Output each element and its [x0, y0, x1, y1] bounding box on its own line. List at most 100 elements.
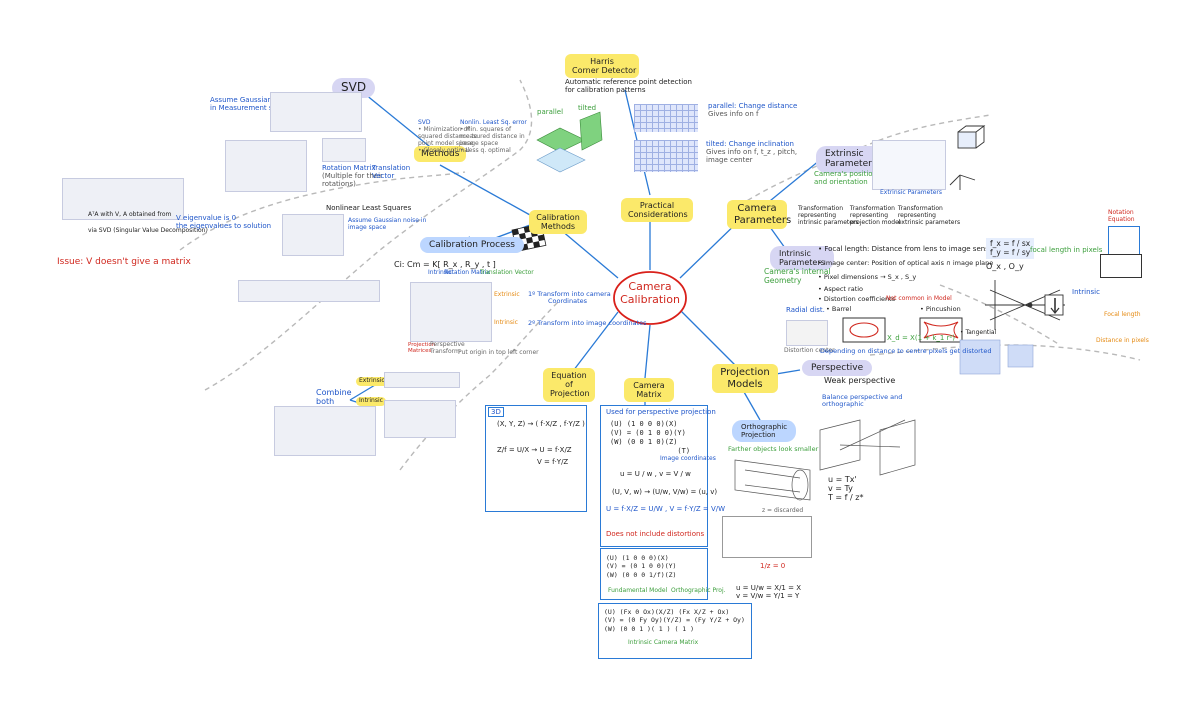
fundamental-box: [600, 548, 708, 600]
extrinsic-t3: intrinsic parameters: [798, 218, 859, 226]
eq-projection-eq: (X, Y, Z) → ( f·X/Z , f·Y/Z ): [497, 420, 585, 428]
extrinsic-t1c: Transformation: [897, 205, 943, 212]
weak-balance-1: Balance perspective and: [822, 393, 903, 401]
harris-tilted-note-1: tilted: Change inclination: [706, 140, 794, 148]
perspective-title: Perspective: [802, 360, 873, 377]
nls-comparison: Nonlin. Least Sq. error • Min. squares o…: [460, 119, 527, 154]
harris-note: Automatic reference point detection for …: [565, 78, 692, 94]
branch-equation-of-projection: Equation of Projection: [543, 368, 595, 402]
calib-step1b-text: Coordinates: [548, 297, 588, 306]
intrinsic-focal-eq-1: f_x = f / sx: [990, 239, 1031, 248]
svd-assume-1: Assume Gaussian noise: [210, 96, 293, 104]
calib-perspective-text: Perspective: [430, 341, 465, 348]
intrinsic-matrix: (U) (Fx 0 Ox)(X/Z) (Fx X/Z + Ox) (V) = (…: [604, 608, 745, 633]
camera-matrix-eq3: U = f·X/Z = U/W , V = f·Y/Z = V/W: [606, 505, 726, 513]
intrinsic-matrix-box: [598, 603, 752, 659]
calib-step2: 2º Transform into image coordinates: [528, 319, 647, 327]
intrinsic-center-val: O_x , O_y: [986, 262, 1024, 271]
eq-projection-ratio: Z/f = U/X → U = f·X/Z: [497, 446, 572, 454]
harris-title-2: Corner Detector: [572, 66, 637, 76]
intrinsic-focal-pixels: focal length in pixels: [1030, 246, 1103, 254]
calib-origin: Put origin in top left corner: [458, 349, 539, 356]
pinhole-intrinsic: Intrinsic: [1072, 288, 1100, 296]
calib-projection: Projection Matrices: [408, 342, 435, 355]
calib-projection-text: Projection: [408, 342, 436, 348]
svd-translation: Translation: [372, 164, 411, 172]
extrinsic-desc: Camera's position and orientation: [814, 170, 877, 186]
intrinsic-focal-eqs: f_x = f / sx f_y = f / sy: [986, 238, 1035, 260]
ortho-note: Farther objects look smaller: [728, 445, 819, 453]
nls-comparison-b3: image space: [460, 139, 499, 147]
svd-eigen-note: V eigenvalue is 0 the eigenvalues to sol…: [176, 214, 271, 230]
svd-issue: Issue: V doesn't give a matrix: [57, 257, 191, 267]
harris-parallel-note: parallel: Change distance Gives info on …: [708, 102, 797, 118]
tangential-panel: [959, 339, 1001, 375]
svd-rotation: Rotation Matrix: [322, 164, 376, 172]
intrinsic-tangential: • Tangential: [960, 329, 997, 336]
center-node: Camera Calibration: [620, 280, 680, 306]
ortho-equations: u = U/w = X/1 = X v = V/w = Y/1 = Y: [736, 584, 801, 600]
svd-rotation-label: Rotation Matrix (Multiple for their rota…: [322, 164, 383, 188]
intrinsic-pixel: • Pixel dimensions → S_x , S_y: [818, 273, 917, 281]
camera-sketch: [949, 125, 986, 190]
extrinsic-t4: projection model: [849, 218, 901, 226]
ortho-matrix: [722, 516, 812, 558]
extrinsic-title-1: Extrinsic: [825, 149, 864, 159]
harris-title: Harris Corner Detector: [565, 54, 639, 79]
svd-comparison-b2: squared distance to: [418, 132, 478, 140]
weak-eq-3: T = f / z*: [828, 493, 864, 503]
harris-tilted-images: [634, 140, 698, 172]
camera-matrix-note: Does not include distortions: [606, 530, 705, 538]
calib-matrix-stack: [410, 282, 492, 342]
calib-transform-text: Transform: [430, 347, 460, 355]
camera-matrix-eq2: (U, V, w) → (U/w, V/w) = (u, v): [612, 488, 718, 496]
calib-step1-text: 1º Transform into camera: [528, 290, 611, 298]
center-label-1: Camera: [628, 280, 672, 293]
weak-balance: Balance perspective and orthographic: [822, 393, 903, 409]
nonlinear-matrix: [238, 280, 380, 302]
combine-line-2: both: [316, 397, 335, 407]
combine-intrinsic: Intrinsic: [356, 397, 386, 406]
calib-intrinsic-2: Intrinsic: [494, 319, 518, 326]
calib-rotation: Rotation Matrix: [444, 269, 490, 276]
pinhole-legend: Notation Equation: [1108, 209, 1135, 224]
intrinsic-pincushion: • Pincushion: [920, 305, 961, 313]
branch-camera-matrix: Camera Matrix: [624, 378, 674, 403]
nls-comparison-b2: measured distance in: [460, 132, 525, 140]
extrinsic-t2: representing: [798, 211, 837, 219]
harris-parallel-note-1: parallel: Change distance: [708, 102, 798, 110]
nls-comparison-b4: • Less q. optimal: [460, 146, 511, 154]
eq-projection-ratio2: V = f·Y/Z: [537, 458, 569, 466]
pinhole-legend-1: Notation: [1108, 209, 1134, 216]
combine-label: Combine both: [316, 388, 352, 406]
svd-matrix-rows: [225, 140, 307, 192]
extrinsic-title-2: Parameters: [825, 159, 877, 170]
fundamental-matrix: (U) (1 0 0 0)(X) (V) = (0 1 0 0)(Y) (W) …: [606, 554, 677, 579]
svd-comparison-head: SVD: [418, 119, 431, 126]
camera-matrix-box: [600, 405, 708, 547]
intrinsic-barrel: • Barrel: [826, 305, 852, 313]
camera-matrix-homog: Image coordinates: [660, 455, 716, 462]
combine-matrix-bottom: [274, 406, 376, 456]
svd-rotation-sub: (Multiple for their: [322, 172, 383, 181]
ortho-sketch: [734, 459, 811, 501]
nls-comparison-b1: • Min. squares of: [460, 125, 512, 133]
intrinsic-title-1: Intrinsic: [779, 249, 811, 258]
camera-matrix-used-for: Used for perspective projection: [606, 408, 716, 416]
center-label-2: Calibration: [620, 292, 680, 306]
extrinsic-table: Transformation representing intrinsic pa…: [798, 205, 960, 227]
calib-eq: Ci: Cm = K[ R_x , R_y , t ]: [394, 260, 496, 269]
center-node-shape: [613, 271, 687, 325]
extrinsic-t2b: representing: [849, 211, 889, 219]
intrinsic-title-2: Parameters: [779, 258, 825, 268]
harris-note-1: Automatic reference point detection: [565, 78, 692, 86]
ortho-eq-1: u = U/w = X/1 = X: [736, 584, 801, 592]
intrinsic-internal: Camera's internal Geometry: [764, 267, 831, 285]
nonlinear-assume-1: Assume Gaussian noise in: [348, 217, 427, 224]
nonlinear-title: Nonlinear Least Squares: [326, 204, 412, 212]
intrinsic-focal-eq-2: f_y = f / sy: [990, 247, 1031, 257]
harris-tilted-note-2: Gives info on f, t_z , pitch,: [706, 148, 798, 157]
svd-eigen-1: V eigenvalue is 0: [176, 214, 237, 222]
extrinsic-t2c: representing: [897, 211, 936, 219]
intrinsic-focal: • Focal length: Distance from lens to im…: [818, 245, 997, 253]
